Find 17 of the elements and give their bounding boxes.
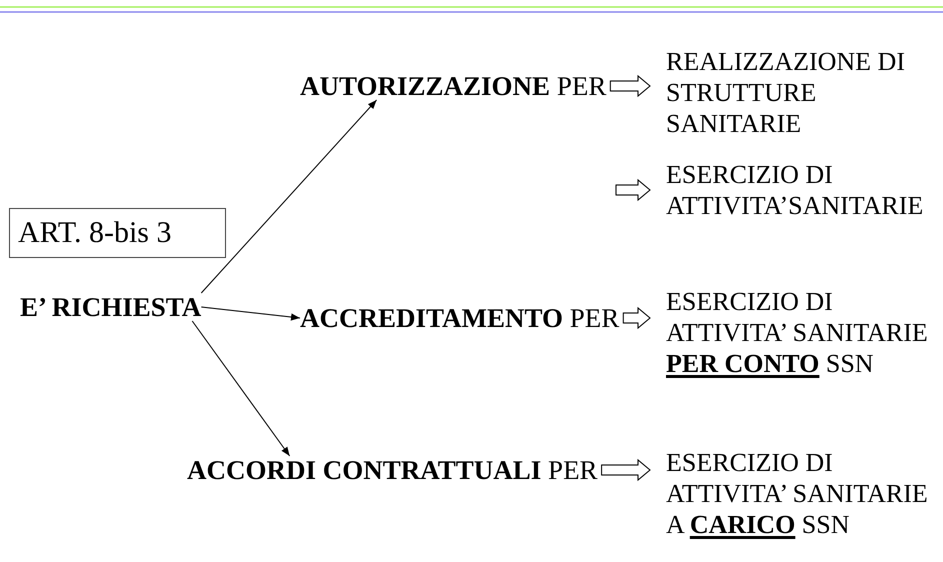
block-arrow (616, 178, 651, 202)
block-arrow (601, 458, 651, 482)
requirement-type: AUTORIZZAZIONE PER (300, 72, 606, 100)
block-arrow (610, 74, 651, 98)
article-box (9, 208, 226, 258)
node-text: ART. 8-bis 3 (18, 215, 172, 251)
arrow (200, 306, 300, 321)
purpose-text: ESERCIZIO DI ATTIVITA’SANITARIE (650, 159, 943, 221)
requirement-type: ACCORDI CONTRATTUALI PER (187, 456, 598, 484)
purpose-text: ESERCIZIO DI ATTIVITA’ SANITARIE A CARICO SSN (650, 447, 943, 540)
purpose-text: REALIZZAZIONE DI STRUTTURE SANITARIE (650, 46, 943, 139)
requirement-type: ACCREDITAMENTO PER (300, 304, 620, 332)
arrow (192, 320, 290, 456)
arrow (200, 100, 378, 294)
requirement-label: E’ RICHIESTA (20, 293, 202, 321)
purpose-text: ESERCIZIO DI ATTIVITA’ SANITARIE PER CONTO SSN (650, 286, 943, 379)
block-arrow (622, 306, 651, 330)
